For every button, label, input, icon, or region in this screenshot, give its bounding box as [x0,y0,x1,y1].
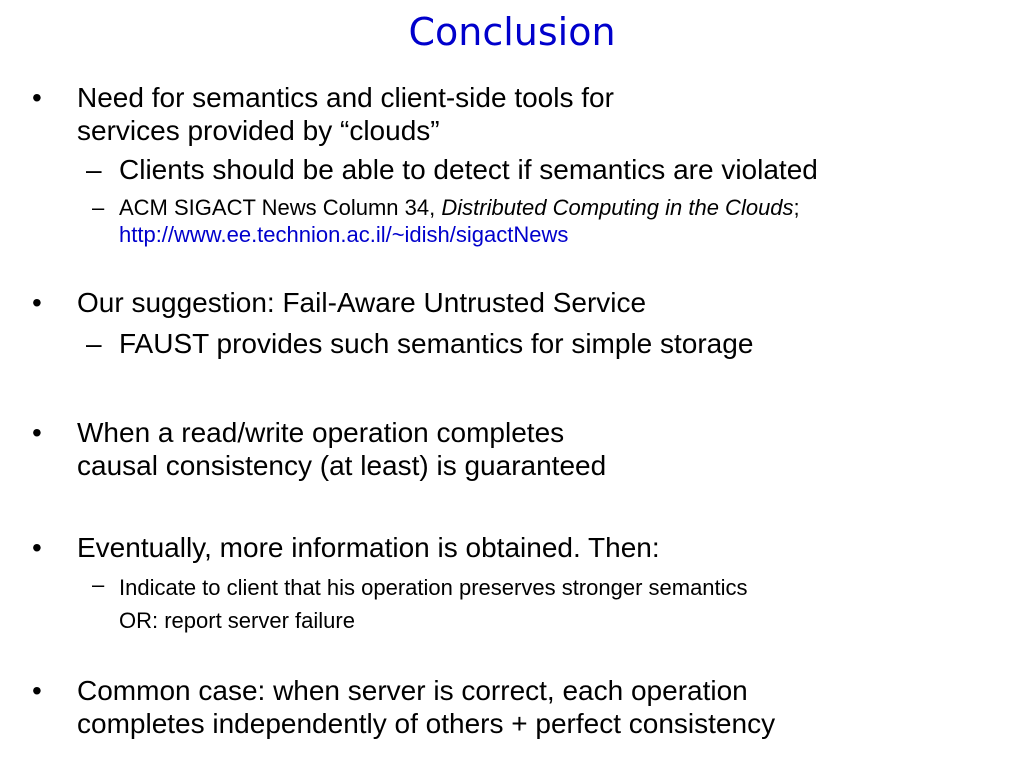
reference-title: Distributed Computing in the Clouds [441,195,794,220]
sub-item-text: Indicate to client that his operation pr… [119,571,748,637]
bullet-text: When a read/write operation completes ca… [77,416,606,482]
bullet-marker: • [32,532,42,563]
bullet-line: causal consistency (at least) is guarant… [77,450,607,481]
bullet-line: Our suggestion: Fail-Aware Untrusted Ser… [77,287,647,318]
bullet-marker: • [32,287,42,318]
reference-text: ACM SIGACT News Column 34, Distributed C… [119,194,800,248]
dash-marker: – [92,572,105,597]
bullet-line: services provided by “clouds” [77,115,440,146]
sub-item-line: Indicate to client that his operation pr… [119,575,748,600]
bullet-line: completes independently of others + perf… [77,708,776,739]
bullet-line: Common case: when server is correct, eac… [77,675,748,706]
bullet-line: Eventually, more information is obtained… [77,532,660,563]
bullet-marker: • [32,417,42,448]
bullet-text: Our suggestion: Fail-Aware Untrusted Ser… [77,286,646,319]
dash-marker: – [92,195,105,220]
bullet-line: Need for semantics and client-side tools… [77,82,614,113]
bullet-text: Common case: when server is correct, eac… [77,674,775,740]
dash-marker: – [86,154,102,185]
bullet-text: Eventually, more information is obtained… [77,531,660,564]
bullet-text: Need for semantics and client-side tools… [77,81,614,147]
reference-prefix: ACM SIGACT News Column 34, [119,195,442,220]
bullet-marker: • [32,675,42,706]
bullet-line: When a read/write operation completes [77,417,565,448]
reference-link[interactable]: http://www.ee.technion.ac.il/~idish/siga… [119,222,569,247]
slide-title: Conclusion [408,10,616,54]
bullet-marker: • [32,82,42,113]
dash-marker: – [86,328,102,359]
reference-line: ACM SIGACT News Column 34, Distributed C… [119,194,800,221]
sub-item-text: Clients should be able to detect if sema… [119,154,818,185]
reference-suffix: ; [793,195,800,220]
sub-item-text: FAUST provides such semantics for simple… [119,328,754,359]
sub-item-line: OR: report server failure [119,608,355,633]
